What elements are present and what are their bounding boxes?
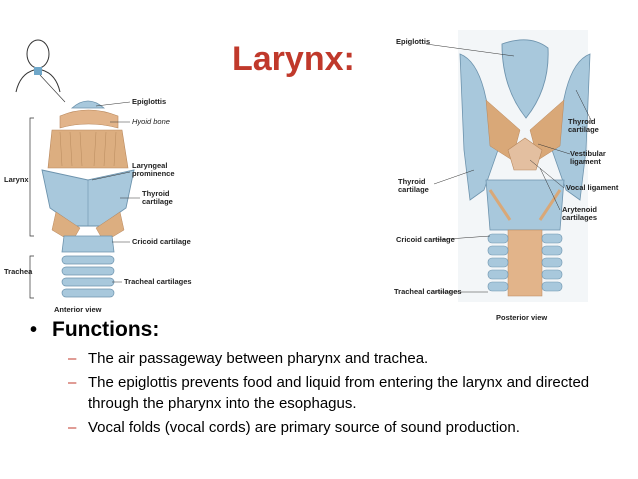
label-prominence: prominence: [132, 169, 175, 178]
function-item: –Vocal folds (vocal cords) are primary s…: [68, 417, 630, 438]
label-cricoid: Cricoid cartilage: [132, 237, 191, 246]
head-locator-icon: [15, 39, 61, 93]
label-tracheal-cartilages: Tracheal cartilages: [124, 277, 192, 286]
label-anterior-view: Anterior view: [54, 305, 102, 314]
slide-title: Larynx:: [232, 40, 355, 78]
label-laryngeal: Laryngeal: [132, 161, 167, 170]
label-cricoid-posterior: Cricoid cartilage: [396, 235, 455, 244]
dash-icon: –: [68, 350, 77, 367]
posterior-larynx-figure: Epiglottis Thyroid cartilage Vestibular …: [390, 30, 620, 328]
label-vestibular: Vestibular: [570, 149, 606, 158]
function-text-2: The epiglottis prevents food and liquid …: [88, 374, 590, 412]
functions-heading: Functions:: [52, 318, 160, 341]
label-thyroid: Thyroid: [142, 189, 170, 198]
label-hyoid-bone: Hyoid bone: [132, 117, 170, 126]
label-thyroid-left: Thyroid: [398, 177, 426, 186]
function-item: –The air passageway between pharynx and …: [68, 348, 630, 369]
label-trachea: Trachea: [4, 267, 33, 276]
function-text-1: The air passageway between pharynx and t…: [88, 350, 429, 367]
functions-bullet: • Functions:: [30, 318, 630, 342]
label-arytenoid-cartilages: cartilages: [562, 213, 597, 222]
label-epiglottis-posterior: Epiglottis: [396, 37, 430, 46]
label-thyroid-cartilage: cartilage: [142, 197, 173, 206]
function-item: –The epiglottis prevents food and liquid…: [68, 372, 630, 414]
label-tracheal-cartilages-posterior: Tracheal cartilages: [394, 287, 462, 296]
label-epiglottis: Epiglottis: [132, 97, 166, 106]
label-thyroid-cartilage-right: cartilage: [568, 125, 599, 134]
label-vestibular-ligament: ligament: [570, 157, 601, 166]
label-arytenoid: Arytenoid: [562, 205, 597, 214]
dash-icon: –: [68, 419, 77, 436]
label-vocal-ligament: Vocal ligament: [566, 183, 619, 192]
functions-list: • Functions: –The air passageway between…: [30, 318, 630, 441]
bullet-dot-icon: •: [30, 318, 38, 341]
label-posterior-view: Posterior view: [496, 313, 547, 322]
label-thyroid-right: Thyroid: [568, 117, 596, 126]
dash-icon: –: [68, 374, 77, 391]
label-larynx: Larynx: [4, 175, 29, 184]
functions-sublist: –The air passageway between pharynx and …: [30, 348, 630, 438]
label-thyroid-cartilage-left: cartilage: [398, 185, 429, 194]
function-text-3: Vocal folds (vocal cords) are primary so…: [88, 419, 520, 436]
anterior-larynx-figure: Epiglottis Hyoid bone Laryngeal prominen…: [0, 30, 215, 320]
